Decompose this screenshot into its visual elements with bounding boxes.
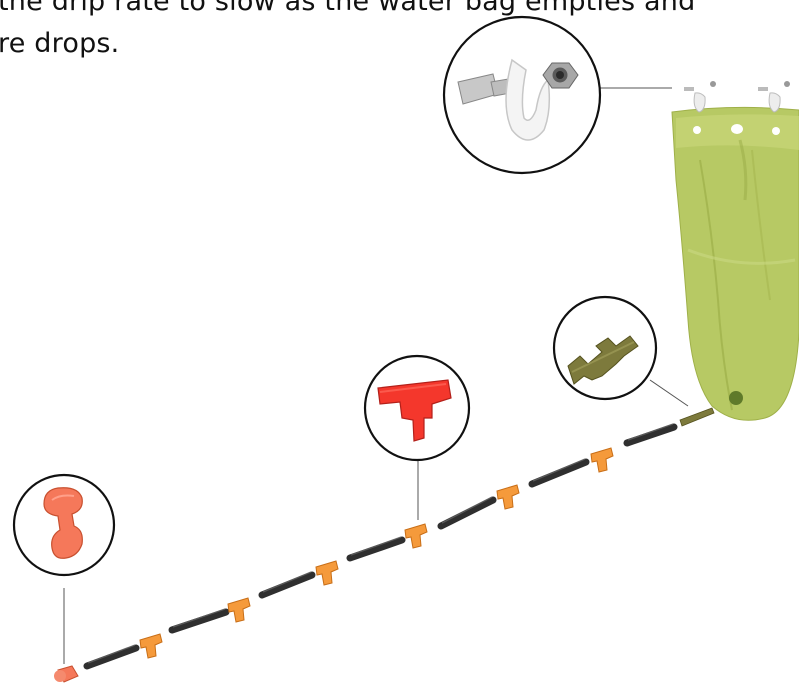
drip-emitter-icon: [316, 561, 338, 585]
drip-emitter-icon: [140, 634, 162, 658]
drip-emitter-icon: [405, 524, 427, 548]
barbed-connector-icon: [680, 408, 714, 426]
end-plug-icon: [54, 666, 78, 682]
drip-emitter-icon: [497, 485, 519, 509]
drip-tube-icon: [87, 427, 674, 666]
hanging-clip-icon: [684, 81, 716, 112]
drip-emitter-icon: [228, 598, 250, 622]
drip-emitter-icon: [591, 448, 613, 472]
water-bag-icon: [672, 107, 799, 420]
